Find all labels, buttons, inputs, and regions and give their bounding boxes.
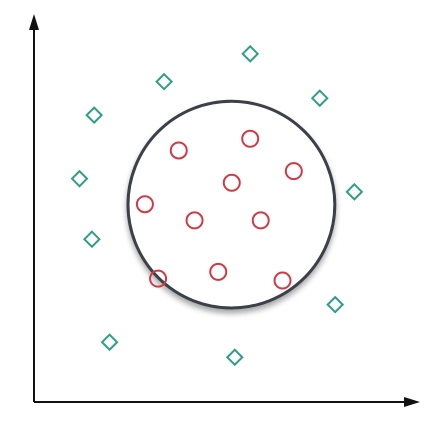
axes <box>29 14 420 407</box>
inner-point-circle <box>149 269 168 288</box>
inner-point-circle <box>241 129 260 148</box>
outer-point-diamond <box>155 72 174 91</box>
outer-point-diamond <box>326 295 345 314</box>
outer-point-diamond <box>241 44 260 63</box>
inner-point-circle <box>284 162 303 181</box>
x-axis-arrow-icon <box>404 397 420 407</box>
outer-point-diamond <box>85 106 104 125</box>
inner-point-circle <box>209 262 228 281</box>
outer-point-diamond <box>225 348 244 367</box>
decision-boundary-circle <box>126 99 337 310</box>
inner-point-circle <box>273 271 292 290</box>
outer-point-diamond <box>345 182 364 201</box>
inner-point-circle <box>169 141 188 160</box>
outer-point-diamond <box>82 230 101 249</box>
outer-point-diamond <box>310 89 329 108</box>
data-points <box>70 44 364 367</box>
inner-point-circle <box>222 173 241 192</box>
outer-point-diamond <box>100 333 119 352</box>
inner-point-circle <box>135 195 154 214</box>
outer-point-diamond <box>70 169 89 188</box>
inner-point-circle <box>251 211 270 230</box>
inner-point-circle <box>185 211 204 230</box>
y-axis-arrow-icon <box>29 14 39 30</box>
